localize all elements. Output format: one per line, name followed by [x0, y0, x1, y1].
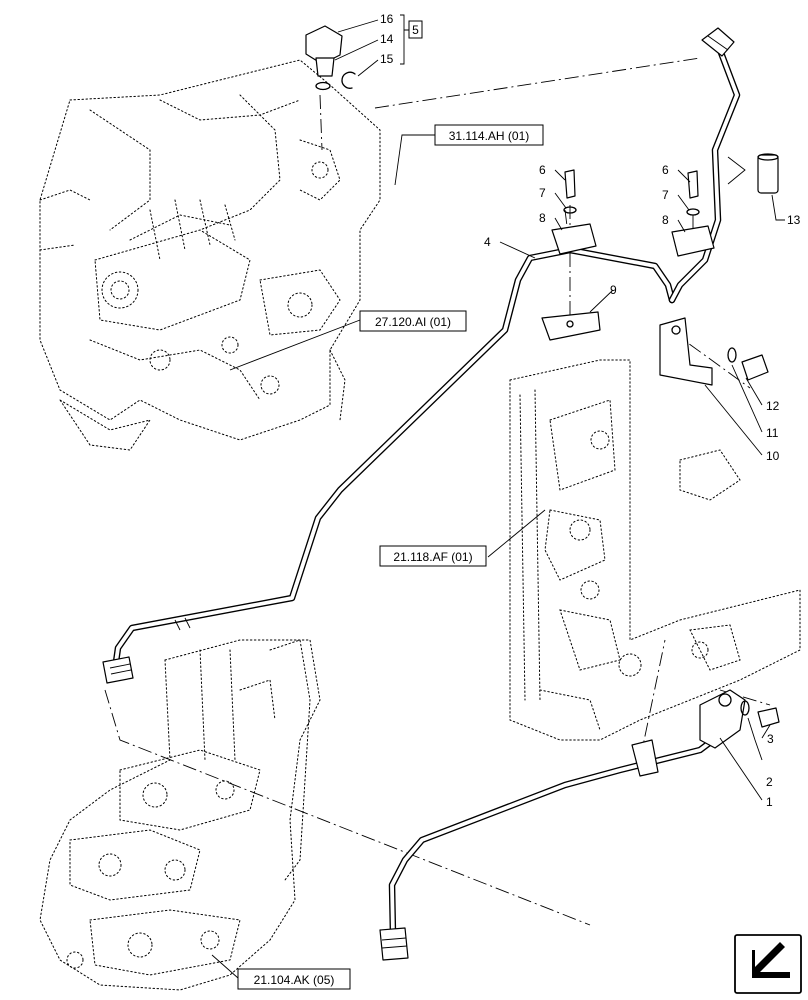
- ref-box-21-104-ak[interactable]: 21.104.AK (05): [237, 968, 351, 990]
- pipe-upper-right-nut: [701, 27, 735, 57]
- pipe-1-nut: [379, 927, 409, 961]
- ref-label-21-104-ak: 21.104.AK (05): [254, 973, 335, 987]
- callout-14: 14: [380, 32, 394, 46]
- callout-9: 9: [610, 283, 617, 297]
- ref-label-31-114-ah: 31.114.AH (01): [449, 129, 530, 143]
- ref-box-27-120-ai[interactable]: 27.120.AI (01): [359, 310, 467, 332]
- bolt-6-left: [564, 169, 576, 199]
- callout-13: 13: [787, 213, 801, 227]
- washer-7-right: [686, 208, 700, 216]
- elbow-fitting-16: [305, 25, 343, 65]
- callout-11: 11: [766, 426, 779, 440]
- pipe-4: [102, 246, 676, 684]
- bolt-3: [757, 707, 780, 728]
- ref-box-21-118-af[interactable]: 21.118.AF (01): [379, 545, 487, 567]
- washer-7-left: [563, 206, 577, 214]
- washer-2: [740, 700, 750, 716]
- clamp-8-left: [551, 223, 597, 255]
- ref-label-27-120-ai: 27.120.AI (01): [375, 315, 451, 329]
- callout-12: 12: [766, 399, 780, 413]
- ref-box-31-114-ah[interactable]: 31.114.AH (01): [434, 124, 544, 146]
- callout-2: 2: [766, 775, 773, 789]
- clamp-8-right: [671, 225, 715, 257]
- callout-leaders: [211, 14, 785, 979]
- pipe-upper-right: [668, 27, 741, 304]
- callout-16: 16: [380, 12, 394, 26]
- transmission-housing-outline: [39, 59, 381, 451]
- alignment-lines: [104, 57, 771, 926]
- o-ring-14: [315, 81, 331, 91]
- arrow-down-left-icon[interactable]: [734, 934, 802, 994]
- callout-7-right: 7: [662, 188, 669, 202]
- callout-15: 15: [380, 52, 394, 66]
- pipe-1-tee-fitting: [631, 739, 659, 777]
- callout-5-box: [408, 20, 423, 39]
- bracket-10: [659, 317, 713, 386]
- callout-4: 4: [484, 235, 491, 249]
- sleeve-13: [757, 154, 779, 194]
- bolt-6-right: [687, 170, 699, 199]
- callout-10: 10: [766, 449, 780, 463]
- ref-label-21-118-af: 21.118.AF (01): [393, 550, 472, 564]
- valve-block-outline: [39, 639, 321, 991]
- bolt-12: [741, 354, 769, 381]
- callout-6-right: 6: [662, 163, 669, 177]
- fitting-stem-14: [315, 57, 335, 77]
- callout-8-left: 8: [539, 211, 546, 225]
- callout-8-right: 8: [662, 213, 669, 227]
- callout-1: 1: [766, 795, 773, 809]
- snap-ring-15: [341, 71, 356, 89]
- callout-3: 3: [767, 732, 774, 746]
- pipe-1-banjo-fitting: [699, 689, 746, 749]
- washer-11: [727, 347, 737, 363]
- pipe-4-nut: [102, 656, 134, 684]
- clamp-9: [541, 311, 601, 341]
- callout-6-left: 6: [539, 163, 546, 177]
- hardware-parts: [305, 25, 780, 728]
- callout-numbers: 16 14 15 5 6 6 7 7 8 8 4 9 13 12 11 10 3…: [380, 12, 801, 809]
- bracket-housing-outline: [509, 359, 801, 741]
- callout-5: 5: [412, 23, 419, 37]
- callout-7-left: 7: [539, 186, 546, 200]
- pipe-1: [379, 689, 746, 961]
